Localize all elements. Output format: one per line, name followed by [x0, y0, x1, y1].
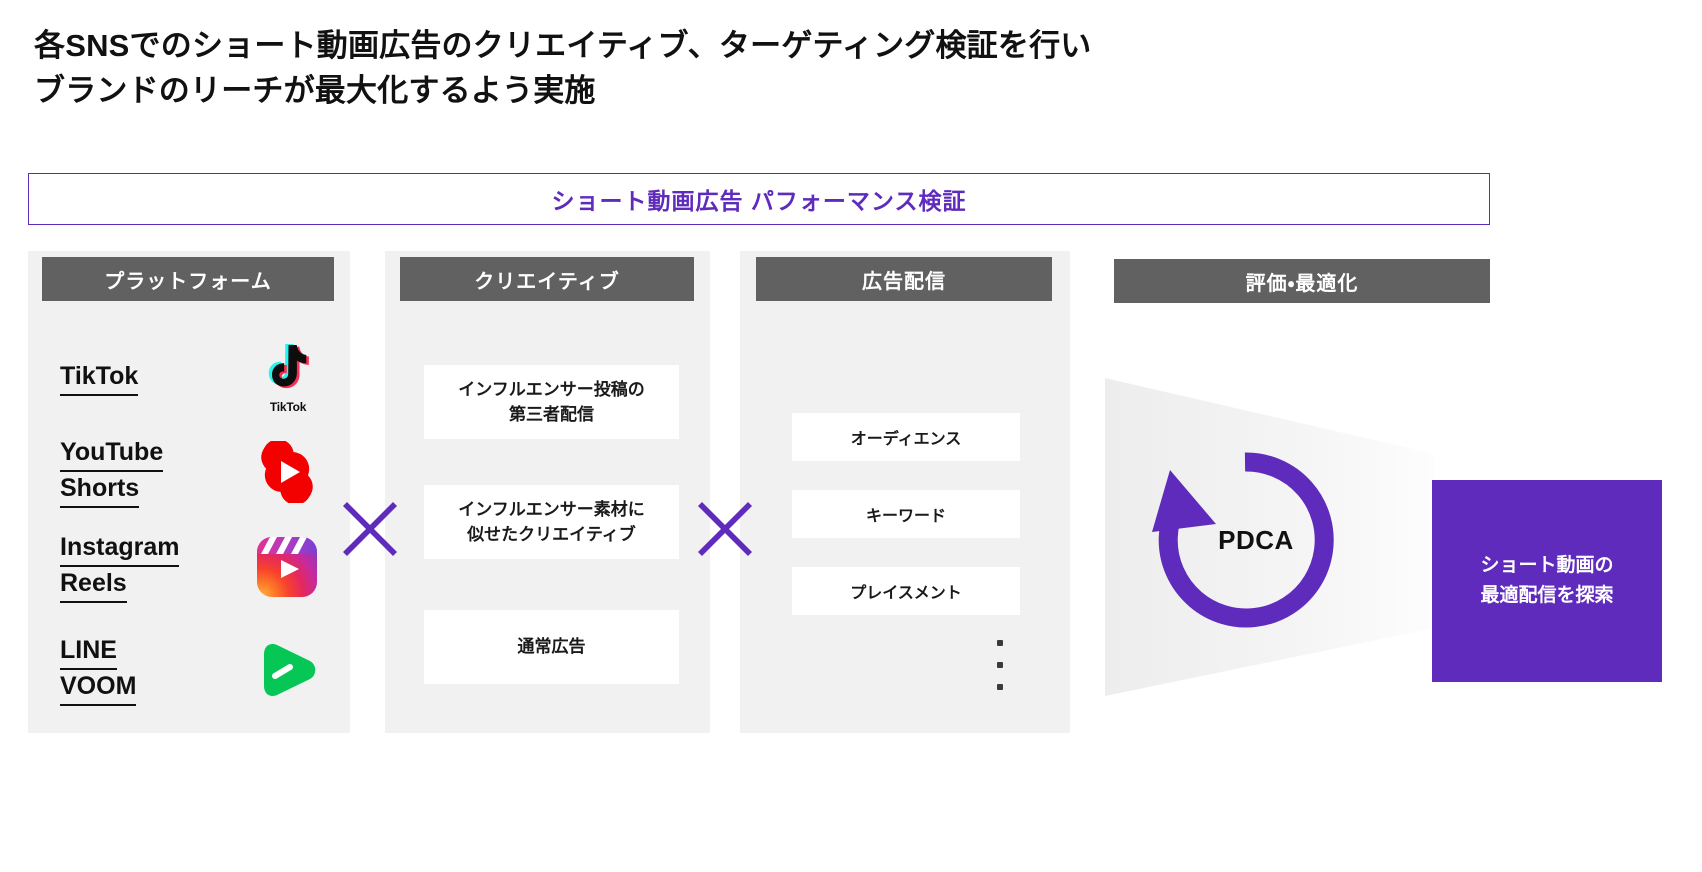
platform-name-instagram-reels: Instagram Reels — [60, 531, 250, 604]
performance-banner-label: ショート動画広告 パフォーマンス検証 — [551, 188, 967, 214]
platform-name-tiktok-line-1: TikTok — [60, 360, 139, 397]
delivery-card-audience: オーディエンス — [792, 413, 1020, 461]
delivery-more-ellipsis-icon — [985, 640, 1015, 690]
multiply-operator-icon-1 — [337, 496, 403, 562]
page-title: 各SNSでのショート動画広告のクリエイティブ、ターゲティング検証を行い ブランド… — [34, 24, 1414, 114]
platform-name-youtube-shorts: YouTube Shorts — [60, 436, 250, 509]
creative-card-2-line-2: 似せたクリエイティブ — [467, 525, 636, 544]
youtube-shorts-logo-icon — [250, 435, 324, 509]
page-title-line-2: ブランドのリーチが最大化するよう実施 — [34, 72, 596, 108]
line-voom-logo-icon — [250, 633, 324, 707]
optimization-result-box: ショート動画の 最適配信を探索 — [1432, 480, 1662, 682]
platform-name-instagram-reels-line-2: Reels — [60, 567, 127, 604]
optimization-result-line-2: 最適配信を探索 — [1480, 585, 1614, 606]
platform-name-instagram-reels-line-1: Instagram — [60, 531, 180, 567]
column-header-creative: クリエイティブ — [400, 257, 694, 301]
delivery-card-placement: プレイスメント — [792, 567, 1020, 615]
optimization-funnel-shape — [1105, 378, 1535, 696]
optimization-result-line-1: ショート動画の — [1480, 554, 1614, 576]
column-header-delivery: 広告配信 — [756, 257, 1052, 301]
delivery-card-keyword: キーワード — [792, 490, 1020, 538]
platform-name-line-voom-line-2: VOOM — [60, 670, 137, 707]
tiktok-wordmark: TikTok — [269, 400, 307, 414]
platform-name-youtube-shorts-line-2: Shorts — [60, 472, 140, 509]
creative-card-2: インフルエンサー素材に 似せたクリエイティブ — [424, 485, 679, 559]
platform-name-line-voom: LINE VOOM — [60, 634, 250, 707]
instagram-reels-logo-icon — [250, 530, 324, 604]
performance-banner: ショート動画広告 パフォーマンス検証 — [28, 173, 1490, 225]
creative-card-1-line-1: インフルエンサー投稿の — [458, 379, 645, 399]
creative-card-1: インフルエンサー投稿の 第三者配信 — [424, 365, 679, 439]
creative-card-3: 通常広告 — [424, 610, 679, 684]
platform-row-line-voom: LINE VOOM — [60, 630, 340, 710]
column-header-optimization: 評価・最適化 — [1114, 259, 1490, 303]
platform-row-instagram-reels: Instagram Reels — [60, 527, 340, 607]
multiply-operator-icon-2 — [692, 496, 758, 562]
creative-card-1-line-2: 第三者配信 — [509, 405, 594, 424]
pdca-cycle-arrow-icon: PDCA — [1140, 440, 1350, 640]
platform-row-tiktok: TikTok TikTok — [60, 338, 340, 418]
column-header-platform: プラットフォーム — [42, 257, 334, 301]
pdca-label: PDCA — [1218, 524, 1294, 555]
page-title-line-1: 各SNSでのショート動画広告のクリエイティブ、ターゲティング検証を行い — [34, 28, 1092, 63]
platform-row-youtube-shorts: YouTube Shorts — [60, 432, 340, 512]
tiktok-logo-icon: TikTok — [250, 341, 324, 415]
platform-name-line-voom-line-1: LINE — [60, 634, 117, 670]
creative-card-2-line-1: インフルエンサー素材に — [458, 499, 645, 519]
creative-card-3-line-1: 通常広告 — [517, 637, 586, 657]
platform-name-tiktok: TikTok — [60, 360, 250, 397]
platform-name-youtube-shorts-line-1: YouTube — [60, 436, 164, 472]
